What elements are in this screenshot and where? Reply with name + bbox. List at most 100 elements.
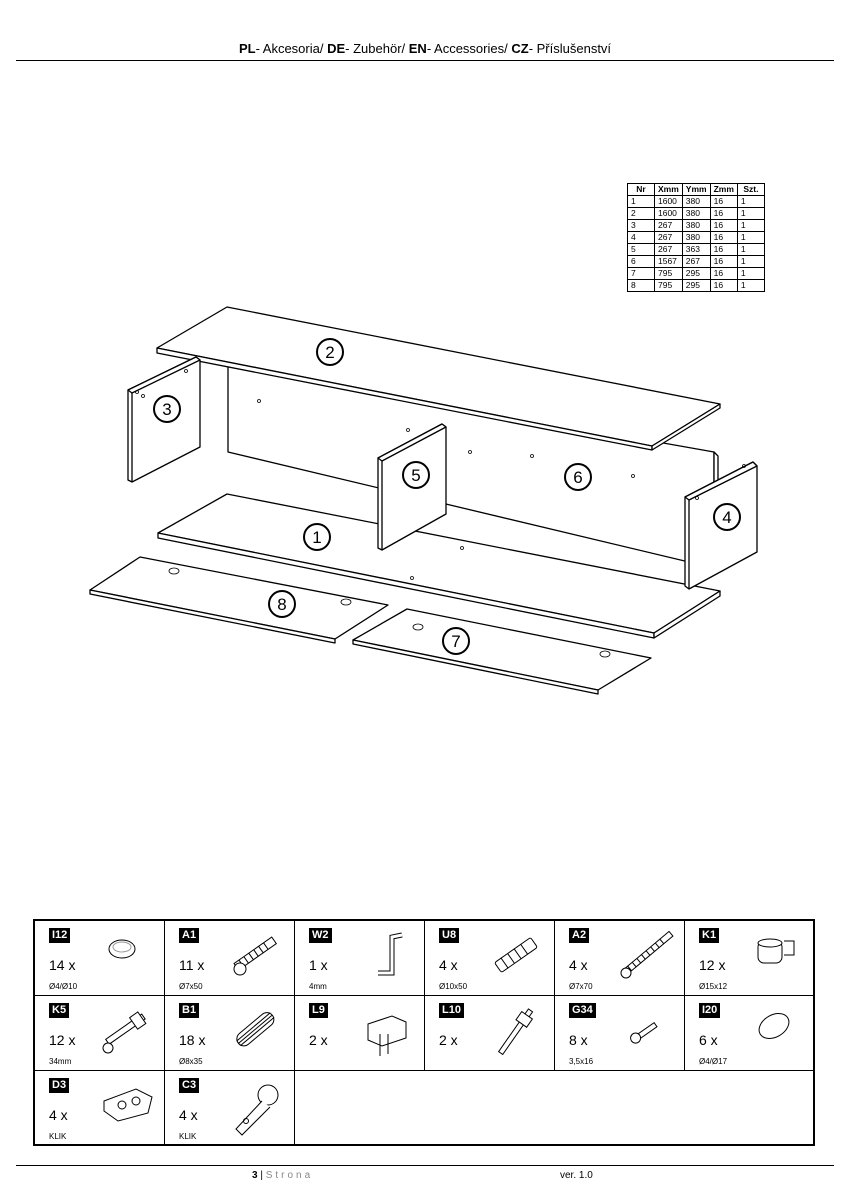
- panel-label-4: 4: [713, 503, 741, 531]
- lang-text: - Accessories/: [426, 41, 512, 56]
- lang-code: EN: [408, 41, 427, 56]
- panel-label-text: 2: [325, 343, 334, 362]
- accessory-size: Ø8x35: [179, 1057, 203, 1066]
- table-cell: 795: [654, 279, 683, 292]
- panel-7-edge: [352, 639, 599, 695]
- accessory-size: Ø4/Ø17: [699, 1057, 728, 1066]
- accessory-code: W2: [309, 928, 332, 943]
- allen-key-icon: [378, 932, 403, 976]
- lang-code: DE: [327, 41, 346, 56]
- table-cell: 1: [736, 243, 765, 256]
- wall-plug-icon: [494, 937, 538, 973]
- page-label: Strona: [265, 1170, 314, 1181]
- table-cell: 8: [627, 279, 655, 292]
- accessory-code: G34: [569, 1003, 596, 1018]
- lang-text: - Akcesoria/: [255, 41, 328, 56]
- accessory-code: A2: [569, 928, 590, 943]
- page-number: 3 | Strona: [252, 1170, 313, 1181]
- accessory-quantity: 4 x: [569, 957, 588, 973]
- panel-label-text: 4: [722, 508, 731, 527]
- accessory-l9: L9 2 x: [295, 996, 425, 1071]
- wood-screw-icon: [630, 1021, 658, 1044]
- lang-text: - Příslušenství: [528, 41, 612, 56]
- accessory-code: K5: [49, 1003, 70, 1018]
- accessory-k5: K5 12 x 34mm: [35, 996, 165, 1071]
- panel-label-text: 8: [277, 595, 286, 614]
- accessory-size: Ø7x50: [179, 982, 203, 991]
- accessory-code: L9: [309, 1003, 328, 1018]
- accessory-quantity: 2 x: [439, 1032, 458, 1048]
- panel-label-2: 2: [316, 338, 344, 366]
- accessory-l10: L10 2 x: [425, 996, 555, 1071]
- panel-label-text: 6: [573, 468, 582, 487]
- accessory-size: 4mm: [309, 982, 327, 991]
- accessory-code: D3: [49, 1078, 70, 1093]
- table-cell: 16: [709, 279, 738, 292]
- accessory-quantity: 12 x: [49, 1032, 76, 1048]
- accessory-code: I12: [49, 928, 71, 943]
- accessory-quantity: 4 x: [439, 957, 458, 973]
- page-separator: |: [257, 1170, 266, 1181]
- panel-1-side: [653, 590, 721, 639]
- lang-code: PL: [238, 41, 256, 56]
- accessory-quantity: 14 x: [49, 957, 76, 973]
- accessory-c3: C3 4 x KLIK: [165, 1071, 295, 1146]
- lang-code: CZ: [511, 41, 529, 56]
- accessory-quantity: 4 x: [179, 1107, 198, 1123]
- version-label: ver. 1.0: [560, 1170, 593, 1181]
- accessory-w2: W2 1 x 4mm: [295, 921, 425, 996]
- accessory-quantity: 2 x: [309, 1032, 328, 1048]
- dowel-icon: [236, 1012, 275, 1047]
- panel-label-1: 1: [303, 523, 331, 551]
- panel-3-edge: [127, 356, 201, 394]
- hinge-plate-icon: [103, 1088, 153, 1122]
- lang-text: - Zubehör/: [345, 41, 409, 56]
- hanger-bracket-icon: [367, 1015, 407, 1056]
- accessory-size: Ø4/Ø10: [49, 982, 78, 991]
- panel-label-7: 7: [442, 627, 470, 655]
- table-cell: 7: [627, 267, 655, 280]
- panel-label-5: 5: [402, 461, 430, 489]
- panel-label-8: 8: [268, 590, 296, 618]
- panel-label-text: 1: [312, 528, 321, 547]
- accessory-quantity: 1 x: [309, 957, 328, 973]
- accessory-size: Ø7x70: [569, 982, 593, 991]
- accessory-code: A1: [179, 928, 200, 943]
- accessory-size: Ø15x12: [699, 982, 728, 991]
- accessory-i12: I12 14 x Ø4/Ø10: [35, 921, 165, 996]
- accessory-code: I20: [699, 1003, 721, 1018]
- accessory-code: B1: [179, 1003, 200, 1018]
- accessory-i20: I20 6 x Ø4/Ø17: [685, 996, 815, 1071]
- accessory-a2: A2 4 x Ø7x70: [555, 921, 685, 996]
- cap-icon: [108, 939, 136, 959]
- accessory-quantity: 6 x: [699, 1032, 718, 1048]
- table-cell: 1: [736, 279, 765, 292]
- panel-2-side: [651, 403, 721, 451]
- bolt-anchor-icon: [497, 1008, 534, 1056]
- confirmat-screw-icon: [233, 936, 278, 976]
- panel-4-edge: [684, 461, 758, 501]
- panel-5-edge: [377, 423, 447, 462]
- accessory-code: U8: [439, 928, 460, 943]
- accessory-code: C3: [179, 1078, 200, 1093]
- table-cell: 16: [709, 243, 738, 256]
- accessory-code: L10: [439, 1003, 464, 1018]
- panel-label-text: 5: [411, 466, 420, 485]
- accessory-code: K1: [699, 928, 720, 943]
- hinge-icon: [235, 1084, 279, 1136]
- long-screw-icon: [620, 930, 674, 979]
- cam-lock-icon: [757, 938, 795, 964]
- accessory-size: KLIK: [179, 1132, 197, 1141]
- accessory-size: 34mm: [49, 1057, 72, 1066]
- cam-bolt-icon: [102, 1011, 147, 1054]
